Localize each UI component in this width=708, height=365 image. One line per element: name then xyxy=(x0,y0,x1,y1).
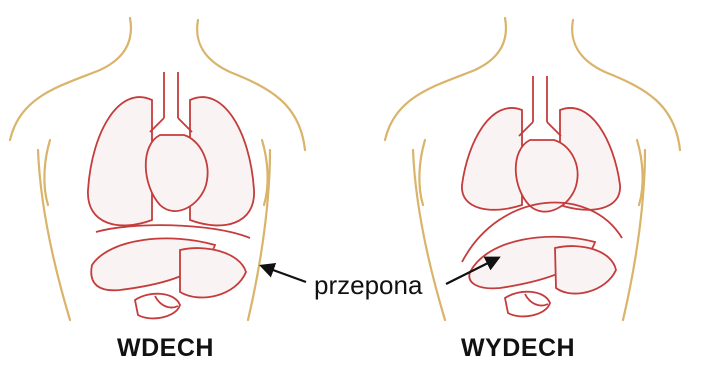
arrow-left-icon xyxy=(262,266,306,282)
stomach xyxy=(180,248,246,297)
diaphragm-label: przepona xyxy=(314,270,422,301)
stomach xyxy=(555,246,616,294)
left-lung xyxy=(88,97,152,225)
intestines xyxy=(505,292,550,317)
diaphragm-inhale xyxy=(96,225,250,238)
trachea xyxy=(164,72,178,118)
intestines xyxy=(135,294,180,319)
trachea xyxy=(533,76,547,122)
exhale-torso xyxy=(385,18,680,320)
inhale-torso xyxy=(10,18,305,320)
exhale-caption: WYDECH xyxy=(461,334,575,363)
exhale-organs xyxy=(462,76,622,316)
inhale-caption: WDECH xyxy=(117,334,214,363)
heart xyxy=(516,140,578,212)
left-lung xyxy=(462,108,522,210)
heart xyxy=(146,135,208,211)
inhale-organs xyxy=(88,72,254,318)
